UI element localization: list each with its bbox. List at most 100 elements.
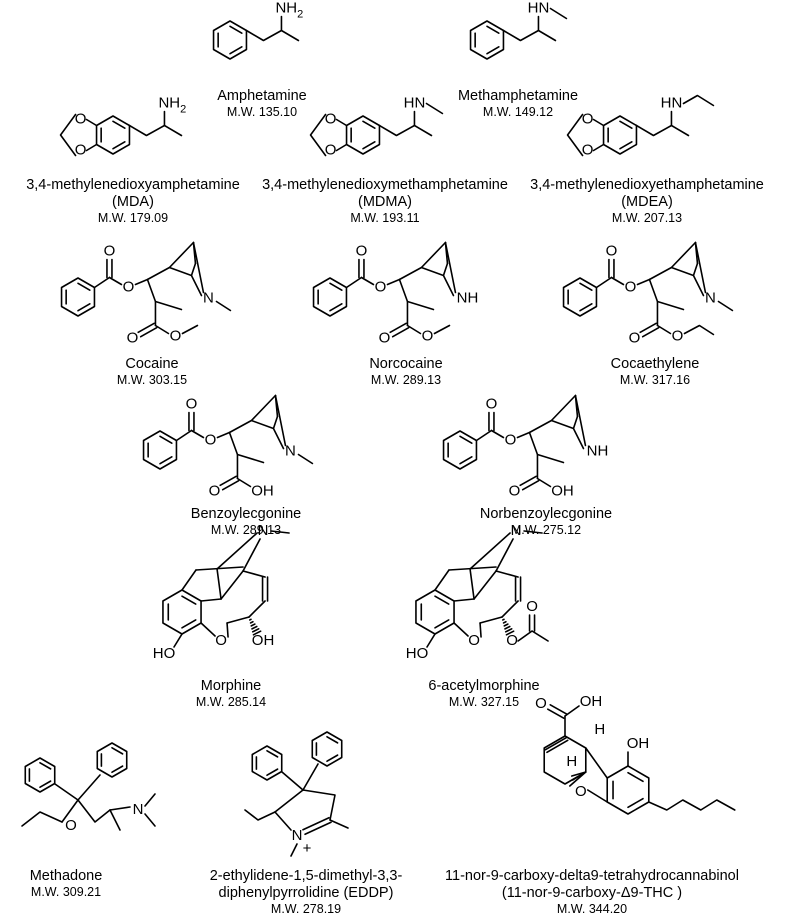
ester-oxygen-label: O — [506, 632, 518, 649]
hydroxyl-label: OH — [251, 482, 274, 499]
molecular-weight: M.W. 303.15 — [116, 373, 188, 387]
subscript-label: 2 — [297, 8, 303, 20]
compound-mdma: 3,4-methylenedioxymethamphetamine (MDMA)… — [262, 177, 508, 226]
ether-oxygen-label: O — [575, 783, 587, 800]
compound-name: 6-acetylmorphine — [428, 678, 540, 694]
ester-oxygen-label: O — [672, 327, 684, 344]
structure-mdea: HN OO — [566, 94, 715, 158]
ether-oxygen-label: O — [468, 632, 480, 649]
compound-cocaethylene: Cocaethylene M.W. 317.16 — [611, 356, 700, 388]
compound-morphine: Morphine M.W. 285.14 — [196, 678, 266, 710]
molecular-weight: M.W. 135.10 — [226, 105, 298, 119]
compound-thc-cooh: 11-nor-9-carboxy-delta9-tetrahydrocannab… — [445, 868, 739, 917]
carbonyl-oxygen-label: O — [65, 817, 77, 834]
hydroxyl-label: OH — [551, 482, 574, 499]
hydrogen-label: H — [594, 721, 605, 738]
compound-name: Norbenzoylecgonine — [479, 506, 613, 522]
carbonyl-oxygen-label: O — [379, 329, 391, 346]
carbonyl-oxygen-label: O — [509, 482, 521, 499]
compound-mdea: 3,4-methylenedioxyethamphetamine (MDEA) … — [530, 177, 764, 226]
compound-name: Norcocaine — [369, 356, 443, 372]
structure-cocaine: O O N O O — [60, 241, 232, 346]
compound-name: Methamphetamine — [457, 88, 579, 104]
compound-methadone: Methadone M.W. 309.21 — [30, 868, 103, 900]
nitrogen-label: N — [258, 522, 269, 539]
amine-label: NH — [457, 289, 479, 306]
hydroxyl-label: HO — [153, 645, 176, 662]
structure-methamphetamine: HN — [469, 0, 568, 60]
compound-6-acetylmorphine: 6-acetylmorphine M.W. 327.15 — [428, 678, 539, 710]
hydroxyl-label: HO — [406, 645, 429, 662]
hydrogen-label: H — [566, 753, 577, 770]
molecular-weight: M.W. 149.12 — [482, 105, 554, 119]
molecular-weight: M.W. 317.16 — [619, 373, 691, 387]
compound-cocaine: Cocaine M.W. 303.15 — [117, 356, 187, 388]
nitrogen-label: N — [133, 801, 144, 818]
carbonyl-oxygen-label: O — [526, 598, 538, 615]
ester-oxygen-label: O — [422, 327, 434, 344]
ester-oxygen-label: O — [505, 431, 517, 448]
compound-name-line-2: diphenylpyrrolidine (EDDP) — [218, 885, 394, 901]
oxygen-label: O — [582, 110, 594, 127]
compound-name: Cocaine — [125, 356, 179, 372]
amine-label: HN — [404, 94, 426, 111]
structure-norcocaine: O O NH O O — [312, 241, 479, 346]
compound-name: Methadone — [29, 868, 103, 884]
carbonyl-oxygen-label: O — [606, 242, 618, 259]
molecular-weight: M.W. 179.09 — [97, 211, 169, 225]
carbonyl-oxygen-label: O — [104, 242, 116, 259]
hydroxyl-label: OH — [627, 735, 650, 752]
amine-label: HN — [661, 94, 683, 111]
oxygen-label: O — [582, 141, 594, 158]
compound-name: 3,4-methylenedioxymethamphetamine — [262, 177, 508, 193]
hydroxyl-label: OH — [580, 693, 603, 710]
oxygen-label: O — [75, 110, 87, 127]
ester-oxygen-label: O — [170, 327, 182, 344]
compound-name: Morphine — [200, 678, 262, 694]
compound-norbenzoylecgonine: Norbenzoylecgonine M.W. 275.12 — [480, 506, 612, 538]
amine-label: NH2 — [158, 94, 186, 115]
subscript-label: 2 — [180, 103, 186, 115]
compound-mda: 3,4-methylenedioxyamphetamine (MDA) M.W.… — [26, 177, 240, 226]
nitrogen-label: N — [203, 289, 214, 306]
carbonyl-oxygen-label: O — [186, 395, 198, 412]
charge-label: + — [303, 840, 312, 857]
carbonyl-oxygen-label: O — [127, 329, 139, 346]
hydroxyl-label: OH — [252, 632, 275, 649]
molecular-weight: M.W. 289.13 — [370, 373, 442, 387]
compound-methamphetamine: Methamphetamine M.W. 149.12 — [458, 88, 578, 120]
structure-amphetamine: NH2 — [212, 0, 303, 60]
amine-label: NH2 — [275, 0, 303, 20]
ester-oxygen-label: O — [375, 278, 387, 295]
compound-eddp: 2-ethylidene-1,5-dimethyl-3,3- diphenylp… — [210, 868, 403, 917]
carbonyl-oxygen-label: O — [356, 242, 368, 259]
compound-name: Benzoylecgonine — [190, 506, 302, 522]
nitrogen-label: N — [705, 289, 716, 306]
compound-name: Cocaethylene — [610, 356, 700, 372]
ester-oxygen-label: O — [205, 431, 217, 448]
oxygen-label: O — [325, 141, 337, 158]
compound-norcocaine: Norcocaine M.W. 289.13 — [369, 356, 442, 388]
nitrogen-label: N — [511, 522, 522, 539]
ester-oxygen-label: O — [123, 278, 135, 295]
nitrogen-label: N — [285, 442, 296, 459]
molecular-weight: M.W. 207.13 — [611, 211, 683, 225]
compound-name: Amphetamine — [217, 88, 307, 104]
molecular-weight: M.W. 193.11 — [350, 211, 420, 225]
oxygen-label: O — [325, 110, 337, 127]
molecular-weight: M.W. 285.14 — [195, 695, 267, 709]
compound-amphetamine: Amphetamine M.W. 135.10 — [217, 88, 306, 120]
compound-benzoylecgonine: Benzoylecgonine M.W. 289.13 — [191, 506, 301, 538]
molecular-weight: M.W. 327.15 — [448, 695, 520, 709]
compound-name: 11-nor-9-carboxy-delta9-tetrahydrocannab… — [445, 868, 739, 884]
structure-eddp: N+ — [244, 731, 349, 857]
compound-name: 3,4-methylenedioxyamphetamine — [26, 177, 240, 193]
oxygen-label: O — [75, 141, 87, 158]
